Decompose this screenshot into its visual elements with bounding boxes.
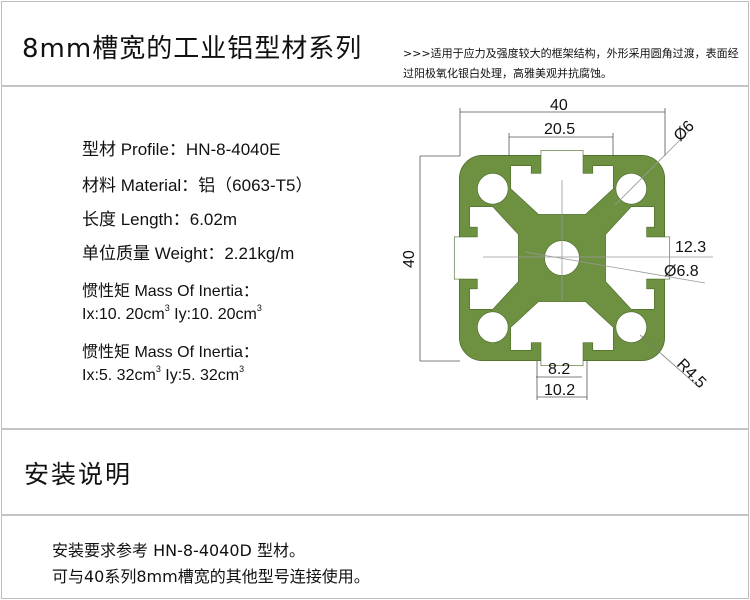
iy-value: Iy:10. 20cm [174, 306, 257, 323]
dim-slot-span: 20.5 [544, 121, 575, 138]
iy-value: Iy:5. 32cm [165, 367, 240, 384]
dim-center-hole: Ø6.8 [664, 263, 699, 280]
install-note: 安装要求参考 HN-8-4040D 型材。 [52, 541, 305, 560]
spec-value: 6.02m [189, 210, 237, 229]
corner-hole [477, 311, 509, 343]
spec-label: 型材 Profile： [82, 140, 186, 159]
install-note: 可与40系列8mm槽宽的其他型号连接使用。 [52, 567, 370, 586]
page-title: 8mm槽宽的工业铝型材系列 [22, 34, 363, 64]
inertia-label: 惯性矩 Mass Of Inertia： [82, 344, 259, 361]
spec-length: 长度 Length：6.02m [82, 205, 237, 230]
series-description: >>>适用于应力及强度较大的框架结构，外形采用圆角过渡，表面经过阳极氧化银白处理… [403, 47, 739, 80]
unit-power: 3 [164, 303, 170, 313]
unit-power: 3 [155, 364, 161, 374]
spec-value: 铝（6063-T5） [198, 176, 313, 195]
inertia-block-2: 惯性矩 Mass Of Inertia： Ix:5. 32cm3 Iy:5. 3… [82, 344, 259, 384]
corner-hole [615, 311, 647, 343]
spec-value: HN-8-4040E [185, 140, 281, 159]
corner-hole [477, 173, 509, 205]
t-slot [453, 206, 519, 310]
dim-width: 40 [550, 97, 568, 114]
spec-label: 长度 Length： [82, 210, 190, 229]
spec-label: 材料 Material： [82, 176, 199, 195]
spec-weight: 单位质量 Weight：2.21kg/m [82, 239, 294, 264]
ix-value: Ix:5. 32cm [82, 367, 156, 384]
t-slot [510, 301, 614, 367]
unit-power: 3 [256, 303, 262, 313]
ix-value: Ix:10. 20cm [82, 306, 165, 323]
divider [1, 514, 749, 516]
dim-radius: R4.5 [673, 356, 709, 392]
dimension-lines [419, 108, 713, 400]
spec-value: 2.21kg/m [224, 244, 295, 263]
inertia-label: 惯性矩 Mass Of Inertia： [82, 283, 259, 300]
inertia-values: Ix:5. 32cm3 Iy:5. 32cm3 [82, 361, 259, 384]
spec-profile: 型材 Profile：HN-8-4040E [82, 135, 280, 160]
install-heading: 安装说明 [24, 460, 133, 489]
dim-slot-outer: 10.2 [544, 382, 575, 399]
dim-offset: 12.3 [675, 239, 706, 256]
divider [1, 85, 749, 87]
inertia-block-1: 惯性矩 Mass Of Inertia： Ix:10. 20cm3 Iy:10.… [82, 283, 262, 323]
dim-hole: Ø6 [671, 118, 698, 145]
dim-slot-inner: 8.2 [548, 361, 570, 378]
t-slot [605, 206, 671, 310]
divider [1, 428, 749, 430]
spec-label: 单位质量 Weight： [82, 244, 225, 263]
spec-material: 材料 Material：铝（6063-T5） [82, 171, 313, 196]
profile-drawing: 40 20.5 Ø6 40 12.3 Ø6.8 8.2 10.2 R4.5 [401, 97, 713, 400]
dim-height: 40 [401, 250, 418, 268]
unit-power: 3 [239, 364, 245, 374]
inertia-values: Ix:10. 20cm3 Iy:10. 20cm3 [82, 300, 262, 323]
